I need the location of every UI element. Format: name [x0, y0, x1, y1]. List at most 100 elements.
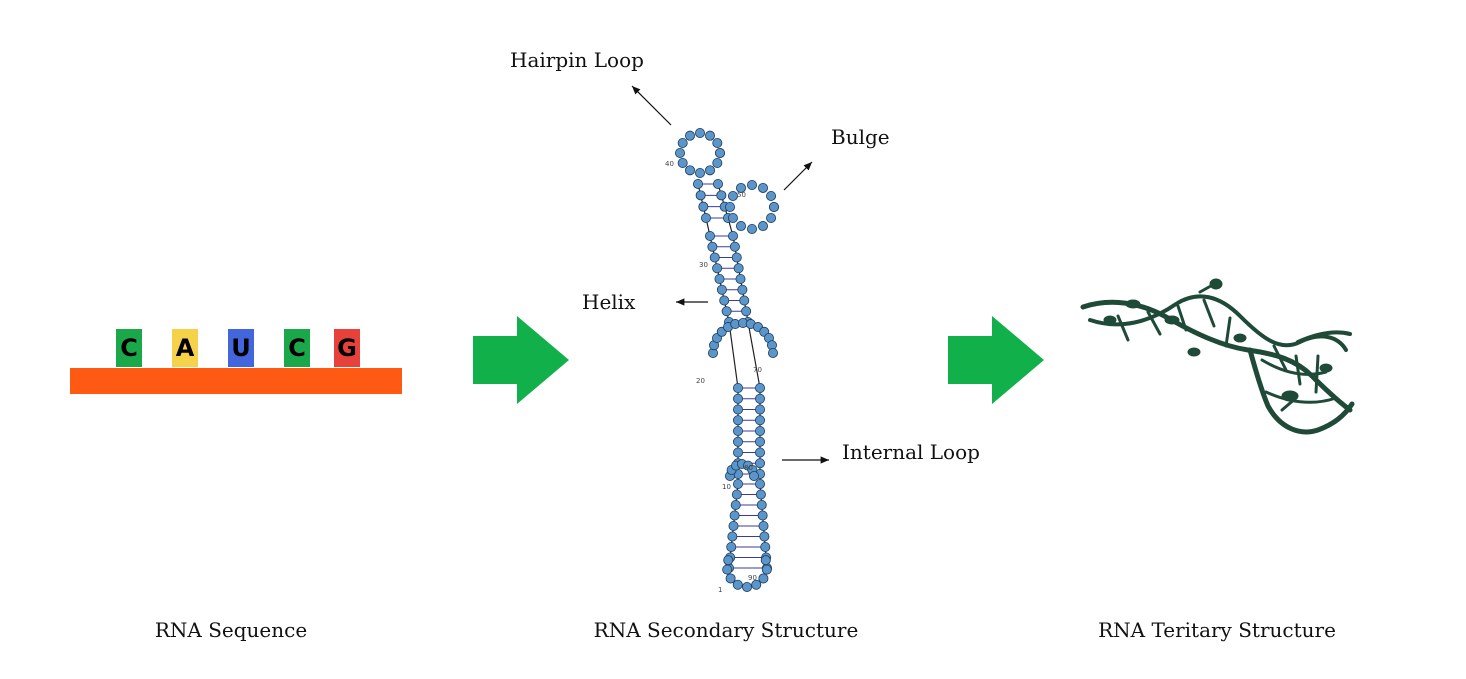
nucleotide-node	[731, 489, 742, 500]
nucleotide-node	[766, 212, 777, 223]
nucleotide-node	[714, 273, 725, 284]
nucleotide-node	[747, 223, 758, 234]
nucleotide-node	[736, 182, 747, 193]
nucleotide-node	[741, 306, 752, 317]
base-pair-bonds	[698, 183, 767, 569]
nucleotide-node	[733, 447, 744, 458]
nucleotide-node	[733, 478, 744, 489]
nucleotide-node	[755, 393, 766, 404]
nucleotide-node	[755, 478, 766, 489]
nucleotide-node	[721, 306, 732, 317]
nucleotide-node	[677, 137, 688, 148]
nucleotide-node	[758, 521, 769, 532]
base-a: A	[172, 329, 198, 367]
nucleotide-node	[712, 263, 723, 274]
nucleotide-node	[737, 284, 748, 295]
nucleotide-node	[712, 137, 723, 148]
position-number-20: 20	[696, 377, 705, 385]
nucleotide-node	[735, 273, 746, 284]
nucleotide-node	[705, 130, 716, 141]
nucleotide-node	[730, 499, 741, 510]
position-number-90: 90	[748, 574, 757, 582]
nucleotide-node	[758, 221, 769, 232]
nucleotide-node	[755, 489, 766, 500]
nucleotide-node	[755, 436, 766, 447]
position-number-50: 50	[737, 191, 746, 199]
nucleotide-node	[747, 179, 758, 190]
backbone-left-strand	[697, 183, 739, 569]
nucleotide-node	[733, 425, 744, 436]
nucleotide-node	[698, 201, 709, 212]
nucleotide-node	[695, 127, 706, 138]
nucleotide-node	[758, 182, 769, 193]
nucleotide-node	[758, 573, 769, 584]
base-c-1: C	[116, 329, 142, 367]
nucleotide-node	[701, 212, 712, 223]
base-g: G	[334, 329, 360, 367]
nucleotide-node	[712, 157, 723, 168]
nucleotide-node	[727, 531, 738, 542]
bulge-label: Bulge	[831, 125, 890, 149]
nucleotide-node	[707, 241, 718, 252]
flow-arrow-2	[948, 316, 1044, 404]
nucleotide-node	[723, 555, 734, 566]
nucleotide-node	[768, 347, 779, 358]
nucleotide-node	[755, 458, 766, 469]
hairpin-loop-label: Hairpin Loop	[510, 48, 644, 72]
internal-loop-label: Internal Loop	[842, 440, 980, 464]
nucleotide-node	[733, 393, 744, 404]
nucleotide-node	[713, 178, 724, 189]
nucleotide-node	[733, 415, 744, 426]
nucleotide-node	[722, 564, 733, 575]
nucleotide-node	[705, 230, 716, 241]
nucleotide-node	[732, 579, 743, 590]
nucleotide-node	[731, 252, 742, 263]
nucleotide-node	[742, 582, 753, 593]
nucleotide-node	[757, 510, 768, 521]
hairpin-loop-pointer	[631, 85, 672, 126]
nucleotide-node	[693, 178, 704, 189]
nucleotide-node	[733, 404, 744, 415]
position-number-10: 10	[722, 483, 731, 491]
nucleotide-node	[709, 252, 720, 263]
nucleotide-node	[727, 190, 738, 201]
nucleotide-node	[685, 165, 696, 176]
position-number-80: 80	[744, 464, 753, 472]
caption-rna-secondary-structure: RNA Secondary Structure	[593, 618, 859, 642]
nucleotide-node	[739, 295, 750, 306]
nucleotide-node	[759, 531, 770, 542]
nucleotide-node	[726, 542, 737, 553]
nucleotide-node	[733, 263, 744, 274]
nucleotide-node	[695, 167, 706, 178]
nucleotide-node	[749, 470, 760, 481]
backbone-right-strand	[717, 183, 768, 569]
nucleotide-node	[756, 499, 767, 510]
nucleotide-node	[755, 425, 766, 436]
nucleotide-node	[761, 564, 772, 575]
position-number-1: 1	[718, 586, 722, 594]
rna-tertiary-structure	[1080, 278, 1355, 435]
nucleotide-node	[769, 201, 780, 212]
nucleotide-node	[725, 573, 736, 584]
caption-rna-sequence: RNA Sequence	[154, 618, 308, 642]
position-numbers: 1 10 20 30 40 50 70 80 90	[665, 160, 762, 594]
nucleotide-nodes	[675, 127, 780, 593]
nucleotide-node	[716, 284, 727, 295]
rna-backbone	[697, 183, 768, 569]
nucleotide-node	[733, 436, 744, 447]
position-number-30: 30	[699, 261, 708, 269]
caption-rna-tertiary-structure: RNA Teritary Structure	[1098, 618, 1336, 642]
nucleotide-node	[727, 212, 738, 223]
flow-arrow-1	[473, 316, 569, 404]
nucleotide-node	[729, 510, 740, 521]
nucleotide-node	[725, 201, 736, 212]
nucleotide-node	[705, 165, 716, 176]
nucleotide-node	[677, 157, 688, 168]
nucleotide-node	[728, 521, 739, 532]
nucleotide-node	[755, 382, 766, 393]
nucleotide-node	[733, 382, 744, 393]
base-u: U	[228, 329, 254, 367]
nucleotide-node	[715, 147, 726, 158]
rna-backbone-strand	[70, 368, 402, 394]
